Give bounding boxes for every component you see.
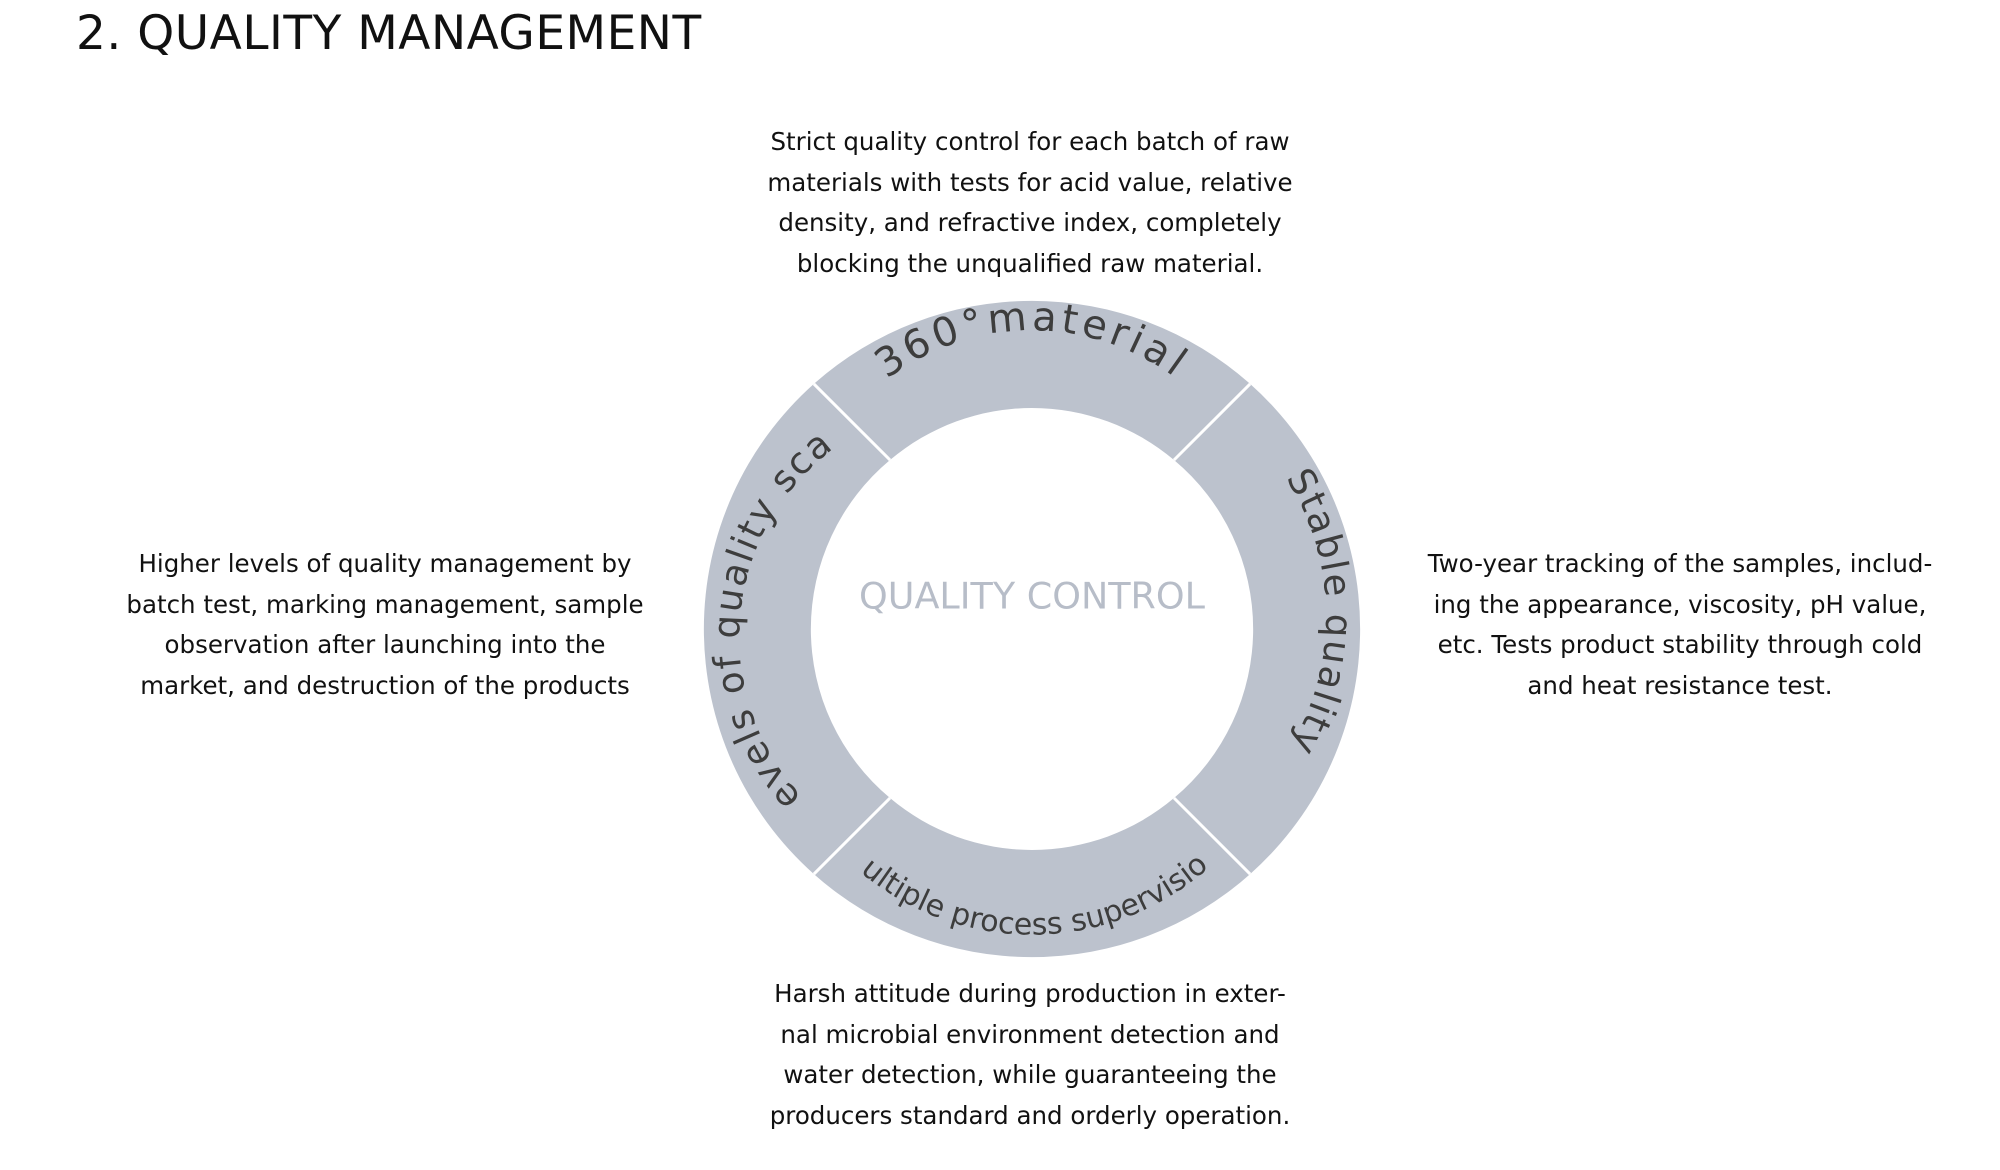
description-line: Higher levels of quality management by bbox=[138, 549, 632, 578]
ring-separator bbox=[1172, 382, 1252, 462]
description-line: Harsh attitude during production in exte… bbox=[774, 979, 1286, 1008]
ring-separator bbox=[812, 796, 892, 876]
description-line: and heat resistance test. bbox=[1527, 670, 1833, 700]
description-process-supervision: Harsh attitude during production in exte… bbox=[700, 974, 1360, 1136]
ring-separator bbox=[1172, 796, 1252, 876]
description-line: market, and destruction of the products bbox=[140, 670, 630, 700]
center-label: QUALITY CONTROL bbox=[859, 575, 1206, 618]
page-title: 2. QUALITY MANAGEMENT bbox=[76, 6, 702, 61]
ring-separator bbox=[812, 382, 892, 462]
description-quality-scan: Higher levels of quality management by b… bbox=[110, 544, 660, 706]
description-line: Two-year tracking of the samples, includ… bbox=[1427, 549, 1933, 578]
ring-segment-right bbox=[1174, 383, 1361, 875]
description-line: ing the appearance, viscosity, pH value, bbox=[1433, 589, 1927, 619]
ring-segment-bottom bbox=[813, 798, 1251, 958]
description-line: etc. Tests product stability through col… bbox=[1437, 630, 1923, 659]
description-line: water detection, while guaranteeing the bbox=[783, 1060, 1277, 1089]
description-line: materials with tests for acid value, rel… bbox=[767, 167, 1293, 197]
ring-segment-left bbox=[703, 383, 890, 875]
description-line: producers standard and orderly operation… bbox=[769, 1100, 1291, 1130]
description-line: batch test, marking management, sample bbox=[126, 589, 644, 619]
description-line: density, and refractive index, completel… bbox=[778, 208, 1282, 237]
description-raw-material: Strict quality control for each batch of… bbox=[700, 122, 1360, 284]
description-line: nal microbial environment detection and bbox=[780, 1019, 1280, 1049]
description-line: Strict quality control for each batch of… bbox=[770, 127, 1290, 156]
ring-segment-top bbox=[813, 300, 1251, 460]
description-line: observation after launching into the bbox=[164, 630, 606, 659]
description-stable-quality: Two-year tracking of the samples, includ… bbox=[1400, 544, 1960, 706]
description-line: blocking the unqualified raw material. bbox=[796, 248, 1264, 278]
